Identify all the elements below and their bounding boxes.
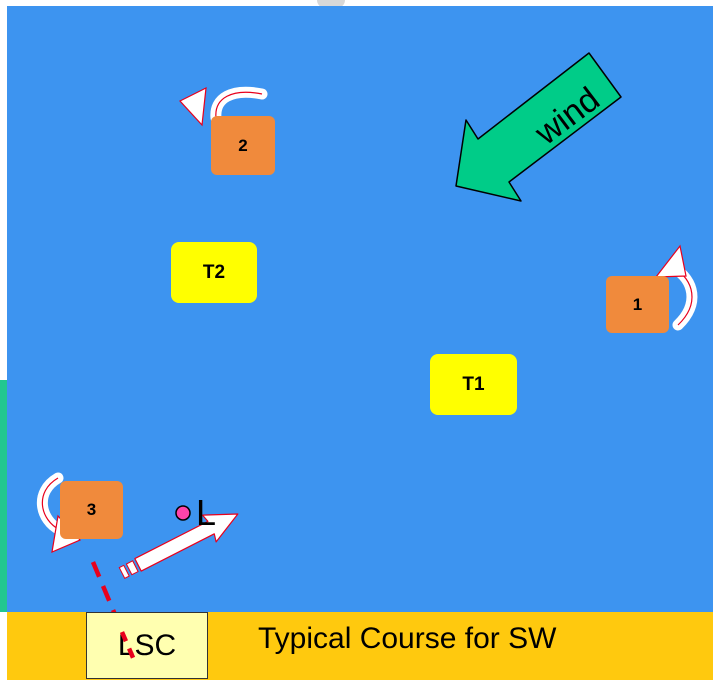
rounding-arrow-mark-2 — [179, 86, 268, 127]
target-t2: T2 — [171, 242, 257, 303]
wind-arrow: wind — [455, 52, 622, 202]
start-direction-arrow — [118, 513, 239, 580]
target-t1: T1 — [430, 354, 517, 415]
rounding-mark-2: 2 — [211, 116, 275, 175]
mark-3-label: 3 — [86, 500, 97, 519]
top-tab — [317, 0, 345, 8]
rounding-mark-3: 3 — [60, 481, 123, 539]
committee-box: LSC — [86, 612, 208, 679]
mark-1-label: 1 — [632, 294, 643, 314]
committee-label: LSC — [117, 628, 177, 662]
rounding-arrow-mark-1 — [654, 244, 698, 331]
line-end-label: L — [196, 492, 217, 533]
rounding-arrow-mark-3 — [36, 472, 82, 553]
left-edge-strip — [0, 380, 7, 612]
target-t2-label: T2 — [202, 261, 226, 283]
rounding-mark-1: 1 — [606, 276, 669, 333]
mark-2-label: 2 — [238, 135, 248, 155]
pin-end-marker — [175, 505, 191, 521]
course-caption: Typical Course for SW — [258, 622, 557, 655]
target-t1-label: T1 — [462, 373, 485, 395]
